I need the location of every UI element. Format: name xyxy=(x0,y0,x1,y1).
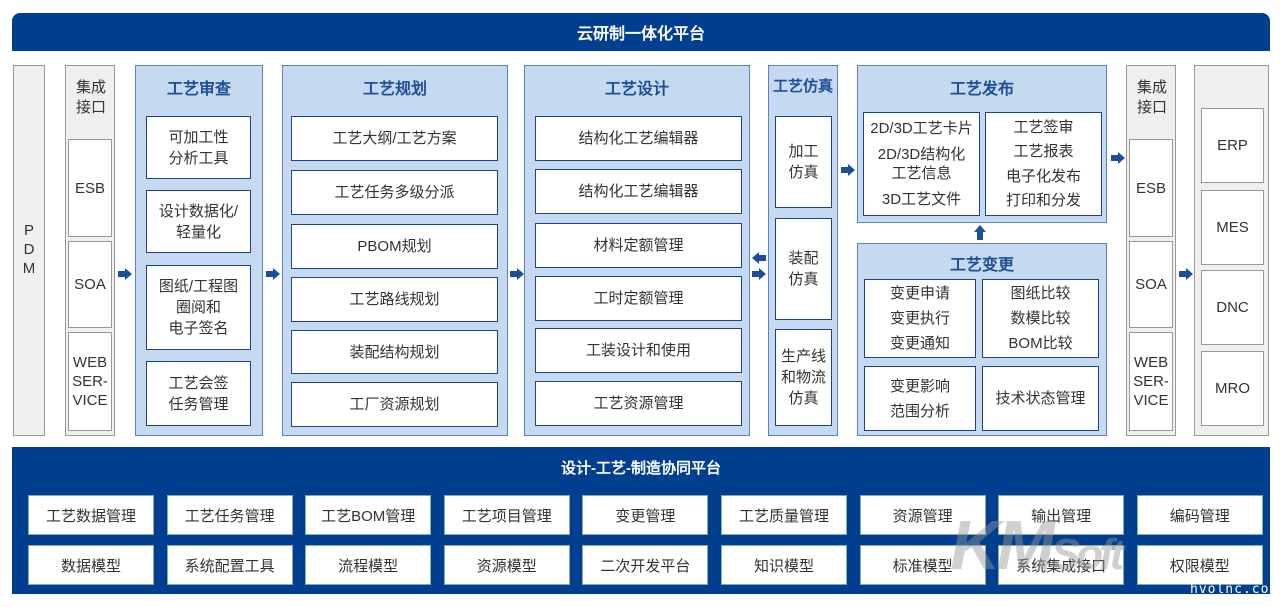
right-integration-column: 集成接口 ESB SOA WEB SER-VICE xyxy=(1126,65,1176,436)
module-box: 工艺任务管理 xyxy=(166,495,293,535)
webservice-box: WEB SER-VICE xyxy=(1129,332,1173,431)
release-title: 工艺发布 xyxy=(949,81,1014,98)
release-left-item: 2D/3D工艺卡片 xyxy=(870,120,973,137)
esb-box: ESB xyxy=(68,139,112,237)
module-box: 输出管理 xyxy=(998,495,1125,535)
module-box: 权限模型 xyxy=(1136,545,1263,585)
esb-box: ESB xyxy=(1129,139,1173,237)
soa-box: SOA xyxy=(68,241,112,328)
design-item: 材料定额管理 xyxy=(535,223,742,268)
design-item: 工时定额管理 xyxy=(535,276,742,321)
module-box: 数据模型 xyxy=(28,545,154,585)
design-item: 工装设计和使用 xyxy=(535,328,742,373)
pdm-label: PDM xyxy=(20,222,38,279)
arrow-right-icon xyxy=(1179,268,1193,280)
planning-item: 工艺任务多级分派 xyxy=(291,170,498,215)
planning-item: PBOM规划 xyxy=(291,224,498,269)
release-right-item: 工艺报表 xyxy=(1013,143,1074,161)
review-item: 图纸/工程图 圈阅和 电子签名 xyxy=(146,265,251,350)
change-box: 图纸比较 数模比较 BOM比较 xyxy=(982,279,1099,358)
change-panel: 工艺变更 变更申请 变更执行 变更通知 图纸比较 数模比较 BOM比较 变更影响… xyxy=(857,243,1107,436)
module-box: 流程模型 xyxy=(305,545,432,585)
module-box: 工艺BOM管理 xyxy=(305,495,432,535)
release-right-item: 电子化发布 xyxy=(1005,167,1081,185)
review-item: 设计数据化/ 轻量化 xyxy=(146,190,251,253)
arrow-right-icon xyxy=(841,164,855,176)
integration-label: 集成接口 xyxy=(1136,79,1167,116)
module-box: 变更管理 xyxy=(582,495,709,535)
platform-title: 云研制一体化平台 xyxy=(576,26,705,43)
module-box: 系统集成接口 xyxy=(998,545,1125,585)
collab-title: 设计-工艺-制造协同平台 xyxy=(561,460,721,477)
module-box: 二次开发平台 xyxy=(582,545,709,585)
release-left-item: 3D工艺文件 xyxy=(881,191,962,208)
release-left-box: 2D/3D工艺卡片 2D/3D结构化 工艺信息 3D工艺文件 xyxy=(863,112,980,216)
change-title: 工艺变更 xyxy=(949,257,1014,274)
planning-item: 装配结构规划 xyxy=(291,330,498,374)
design-title: 工艺设计 xyxy=(604,81,669,98)
simulation-item: 装配 仿真 xyxy=(775,218,832,320)
planning-item: 工艺大纲/工艺方案 xyxy=(291,116,498,161)
simulation-item: 加工 仿真 xyxy=(775,116,832,208)
arrow-right-icon xyxy=(118,268,132,280)
arrow-right-icon xyxy=(510,268,524,280)
module-box: 资源管理 xyxy=(859,495,986,535)
design-panel: 工艺设计 结构化工艺编辑器 结构化工艺编辑器 材料定额管理 工时定额管理 工装设… xyxy=(524,65,750,436)
change-box: 变更影响 范围分析 xyxy=(864,366,976,431)
arrow-up-icon xyxy=(974,225,986,240)
module-box: 资源模型 xyxy=(443,545,570,585)
design-item: 工艺资源管理 xyxy=(535,381,742,426)
systems-column: ERP MES DNC MRO xyxy=(1194,65,1269,436)
module-box: 系统配置工具 xyxy=(166,545,293,585)
platform-banner: 云研制一体化平台 xyxy=(12,13,1270,51)
webservice-box: WEB SER-VICE xyxy=(68,332,112,431)
review-panel: 工艺审查 可加工性 分析工具 设计数据化/ 轻量化 图纸/工程图 圈阅和 电子签… xyxy=(135,65,263,436)
system-mes: MES xyxy=(1201,190,1264,265)
simulation-panel: 工艺仿真 加工 仿真 装配 仿真 生产线 和物流 仿真 xyxy=(768,65,838,436)
module-box: 工艺项目管理 xyxy=(443,495,570,535)
release-right-box: 工艺签审 工艺报表 电子化发布 打印和分发 xyxy=(985,112,1102,216)
module-box: 知识模型 xyxy=(721,545,847,585)
review-item: 可加工性 分析工具 xyxy=(146,116,251,179)
review-title: 工艺审查 xyxy=(166,81,231,98)
arrow-right-icon xyxy=(752,268,766,280)
soa-box: SOA xyxy=(1129,241,1173,328)
module-box: 工艺数据管理 xyxy=(28,495,154,535)
design-item: 结构化工艺编辑器 xyxy=(535,169,742,214)
arrow-right-icon xyxy=(1111,152,1125,164)
release-panel: 工艺发布 2D/3D工艺卡片 2D/3D结构化 工艺信息 3D工艺文件 工艺签审… xyxy=(857,65,1107,223)
site-watermark: hvolnc.com xyxy=(1190,582,1279,597)
change-box: 变更申请 变更执行 变更通知 xyxy=(864,279,976,358)
module-box: 标准模型 xyxy=(859,545,986,585)
arrow-right-icon xyxy=(266,268,280,280)
collab-platform: 设计-工艺-制造协同平台 工艺数据管理工艺任务管理工艺BOM管理工艺项目管理变更… xyxy=(12,447,1270,594)
arrow-left-icon xyxy=(752,252,766,264)
planning-title: 工艺规划 xyxy=(362,81,427,98)
planning-panel: 工艺规划 工艺大纲/工艺方案 工艺任务多级分派 PBOM规划 工艺路线规划 装配… xyxy=(282,65,508,436)
planning-item: 工厂资源规划 xyxy=(291,382,498,427)
release-right-item: 工艺签审 xyxy=(1013,118,1074,136)
review-item: 工艺会签 任务管理 xyxy=(146,361,251,426)
system-erp: ERP xyxy=(1201,108,1264,183)
simulation-title: 工艺仿真 xyxy=(772,78,833,95)
simulation-item: 生产线 和物流 仿真 xyxy=(775,329,832,426)
change-box: 技术状态管理 xyxy=(982,366,1099,431)
pdm-column: PDM xyxy=(13,65,45,436)
planning-item: 工艺路线规划 xyxy=(291,277,498,322)
system-mro: MRO xyxy=(1201,351,1264,426)
system-dnc: DNC xyxy=(1201,270,1264,345)
module-box: 编码管理 xyxy=(1136,495,1263,535)
release-right-item: 打印和分发 xyxy=(1005,192,1081,210)
left-integration-column: 集成接口 ESB SOA WEB SER-VICE xyxy=(65,65,115,436)
design-item: 结构化工艺编辑器 xyxy=(535,116,742,161)
integration-label: 集成接口 xyxy=(75,79,106,116)
module-box: 工艺质量管理 xyxy=(721,495,847,535)
release-left-item: 2D/3D结构化 工艺信息 xyxy=(877,146,966,182)
